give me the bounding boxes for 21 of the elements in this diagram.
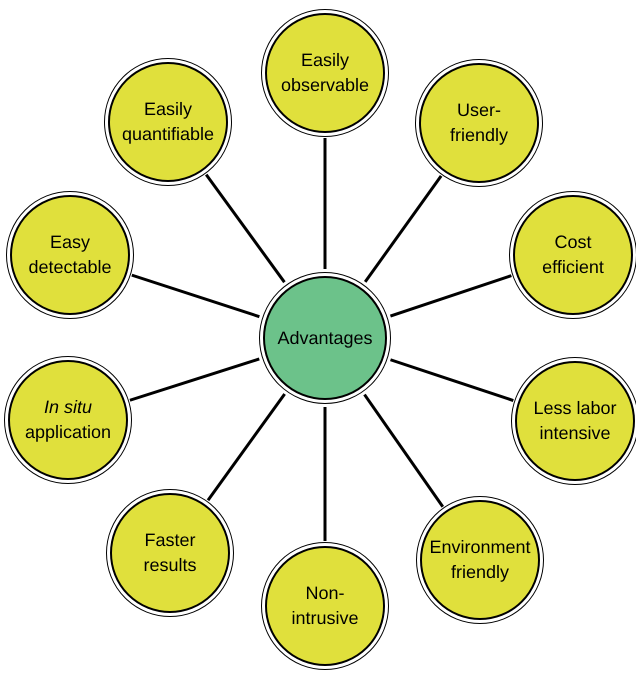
node-label: Less labor intensive [532, 397, 618, 445]
connector-line [205, 174, 286, 284]
connector-line [363, 394, 444, 508]
node-label: Non-intrusive [290, 582, 360, 630]
connector-line [324, 138, 326, 269]
connector-line [129, 358, 260, 402]
node-label: User-friendly [448, 99, 510, 147]
connector-line [131, 274, 260, 318]
connector-line [364, 174, 442, 283]
node-label: Faster results [142, 529, 198, 577]
node-label: Cost efficient [541, 231, 605, 279]
node-label: Easy detectable [27, 231, 113, 279]
node-label: Easily quantifiable [120, 98, 216, 146]
connector-line [390, 358, 514, 402]
connector-line [206, 393, 286, 502]
node-label: In situ application [24, 396, 112, 444]
node-label: Easily observable [280, 49, 370, 97]
node-label: Environment friendly [429, 536, 531, 584]
node-label: Advantages [277, 326, 373, 350]
connector-line [390, 274, 512, 318]
connector-line [324, 407, 326, 541]
